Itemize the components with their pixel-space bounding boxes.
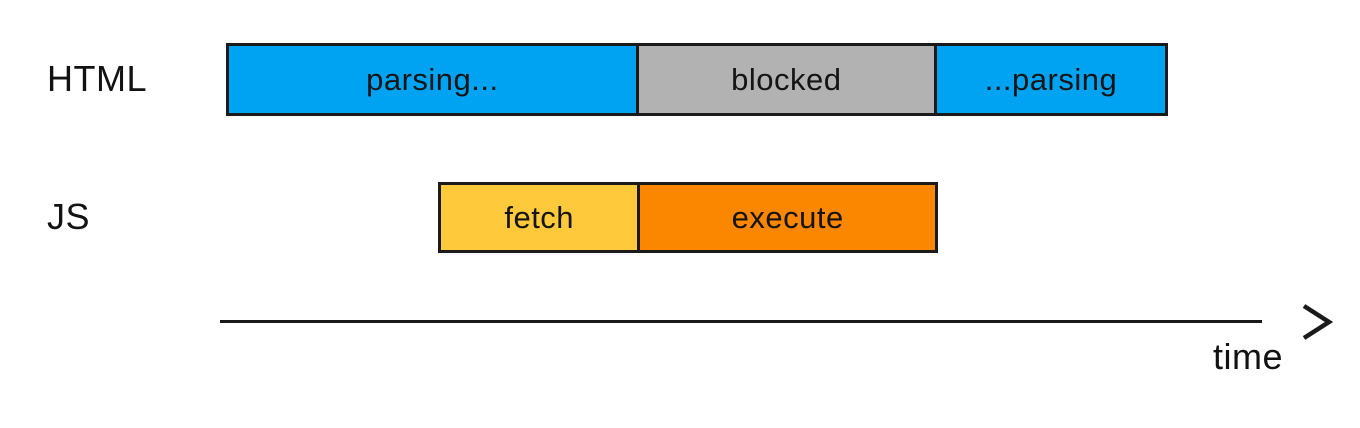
segment-blocked: blocked: [635, 46, 934, 113]
segment-execute: execute: [637, 185, 935, 250]
segment-parsing-start: parsing...: [229, 46, 636, 113]
segment-fetch: fetch: [441, 185, 638, 250]
js-timeline-bar: fetch execute: [438, 182, 938, 253]
time-axis-line: [220, 320, 1262, 323]
segment-parsing-resume: ...parsing: [933, 46, 1165, 113]
time-axis-label: time: [1213, 336, 1284, 377]
row-label-html: HTML: [47, 58, 147, 99]
row-label-js: JS: [47, 196, 91, 237]
html-timeline-bar: parsing... blocked ...parsing: [226, 43, 1168, 116]
arrowhead-icon: [1300, 301, 1334, 343]
